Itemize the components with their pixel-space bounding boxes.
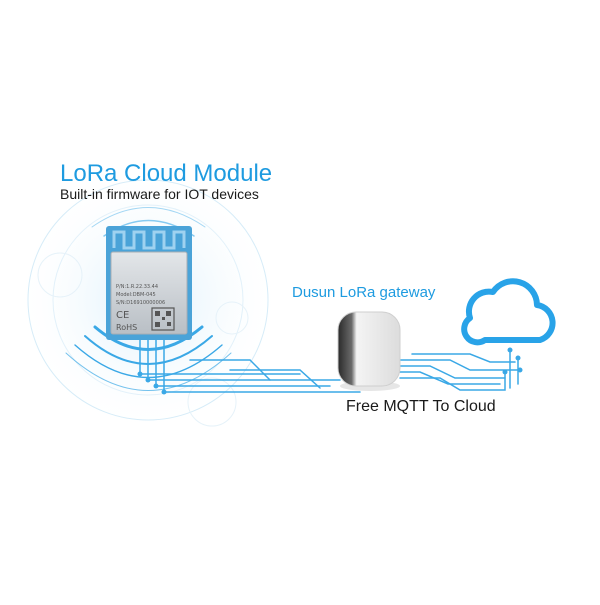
page-title: LoRa Cloud Module (60, 160, 273, 187)
gateway-label: Dusun LoRa gateway (292, 284, 436, 301)
rohs-mark: RoHS (116, 323, 137, 332)
module-model-line: Model:DBM-045 (116, 292, 156, 298)
module-label-lines: P/N:1.R.22.33.44 Model:DBM-045 S/N:D1691… (116, 284, 165, 306)
module-sn-line: S/N:D16910000006 (116, 300, 165, 306)
module-pn-line: P/N:1.R.22.33.44 (116, 284, 158, 290)
mqtt-label: Free MQTT To Cloud (346, 398, 496, 415)
circuit-nodes (137, 347, 523, 395)
page-subtitle: Built-in firmware for IOT devices (60, 186, 259, 202)
lora-module-chip: P/N:1.R.22.33.44 Model:DBM-045 S/N:D1691… (106, 226, 192, 340)
qr-code-icon (151, 307, 175, 331)
pcb-antenna-pattern (112, 230, 186, 250)
gateway-device-icon (337, 311, 401, 391)
cloud-icon (461, 278, 556, 346)
ce-mark: CE (116, 310, 129, 321)
